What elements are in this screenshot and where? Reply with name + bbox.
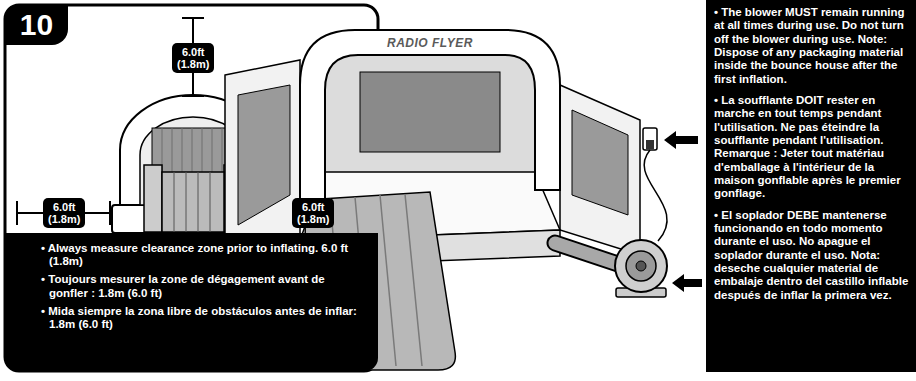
blower-tube [555, 243, 618, 264]
clearance-band: • Always measure clearance zone prior to… [5, 233, 378, 371]
dimension-text: 6.0ft (1.8m) [177, 46, 209, 70]
instruction-text: • Always measure clearance zone prior to… [41, 242, 366, 268]
blower-hub [636, 261, 646, 271]
instruction-text: • El soplador DEBE mantenerse funcionand… [714, 209, 910, 302]
roof-arch [300, 30, 560, 200]
wall-outlet [643, 128, 657, 150]
dimension-tag: 6.0ft (1.8m) [172, 43, 214, 73]
blower-tube [555, 243, 618, 264]
dimension-line [17, 201, 110, 225]
instruction-panel: • The blower MUST remain running at all … [706, 0, 916, 372]
mesh-window [238, 85, 290, 225]
instruction-text: • The blower MUST remain running at all … [714, 6, 910, 86]
dimension-tag: 6.0ft (1.8m) [292, 198, 334, 228]
power-cord [644, 150, 667, 241]
dimension-text: 6.0ft (1.8m) [48, 201, 80, 225]
dimension-tag: 6.0ft (1.8m) [43, 198, 85, 228]
slide-rail [144, 165, 162, 232]
mesh-window [152, 128, 234, 174]
back-wall [325, 55, 535, 173]
blower-body [615, 240, 667, 292]
instruction-text: • Toujours mesurer la zone de dégagement… [41, 273, 366, 299]
mesh-lines [162, 128, 222, 174]
mesh-window [572, 110, 628, 215]
instruction-text: • La soufflante DOIT rester en marche en… [714, 94, 910, 201]
slide-lanes [174, 172, 210, 232]
step-text: 10 [20, 10, 53, 40]
dimension-text: 6.0ft (1.8m) [297, 201, 329, 225]
blower-intake [626, 251, 656, 281]
pointer-arrow [664, 131, 698, 149]
step-number: 10 [5, 5, 68, 45]
brand-logo: RADIO FLYER [387, 37, 473, 49]
instruction-text: • Mida siempre la zona libre de obstácul… [41, 305, 366, 331]
plug [646, 140, 654, 149]
slide-front [162, 172, 224, 232]
pointer-arrow [672, 274, 702, 292]
mesh-window [360, 72, 500, 152]
side-wall [560, 85, 640, 255]
